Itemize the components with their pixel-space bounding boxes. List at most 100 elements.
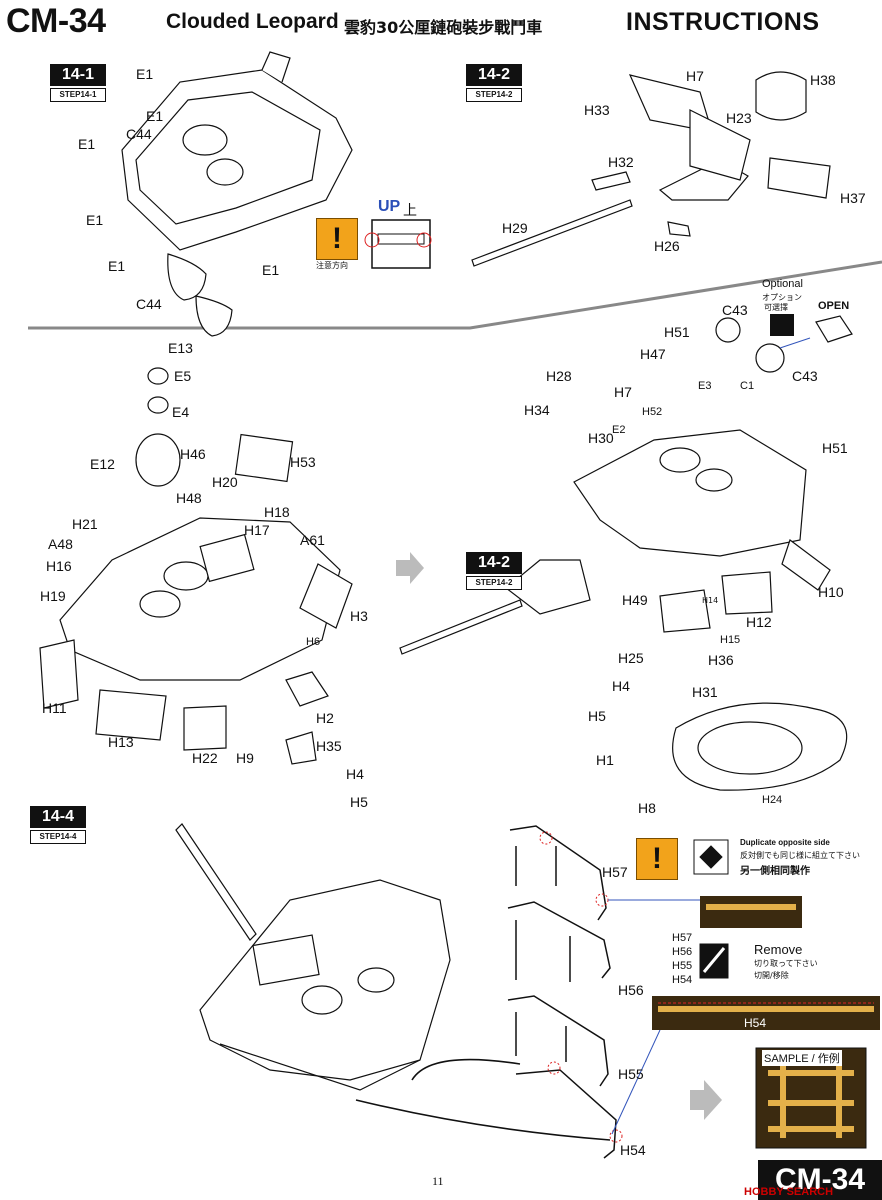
part-label: H38 (810, 72, 836, 88)
part-label: H22 (192, 750, 218, 766)
part-label: H2 (316, 710, 334, 726)
part-label: H49 (622, 592, 648, 608)
up-label: UP (378, 198, 401, 215)
final-turret-drawing (175, 823, 451, 1091)
turret-completed-drawing (399, 315, 853, 791)
part-label: H54 (620, 1142, 646, 1158)
part-label: H28 (546, 368, 572, 384)
part-label: H25 (618, 650, 644, 666)
part-label: H37 (840, 190, 866, 206)
part-label: H24 (762, 794, 783, 806)
part-label: E1 (262, 262, 280, 278)
part-label: E1 (78, 136, 96, 152)
watermark: HOBBY SEARCH (744, 1186, 834, 1198)
part-label: E1 (146, 108, 164, 124)
part-label: A48 (48, 536, 73, 552)
part-label: H51 (664, 324, 690, 340)
part-label: H11 (42, 700, 67, 716)
duplicate-title: Duplicate opposite side (740, 838, 830, 847)
step-number: 14-2 (466, 64, 522, 86)
part-label: C1 (740, 380, 755, 392)
part-label: H14 (702, 596, 719, 605)
parts-list-h55: H55 (672, 960, 693, 972)
part-label: H4 (346, 766, 364, 782)
part-label: H55 (618, 1066, 644, 1082)
model-name: Clouded Leopard (166, 10, 339, 33)
part-label: A61 (300, 532, 325, 548)
remove-label: Remove (754, 942, 803, 957)
step-badge-14-2b: 14-2 STEP14-2 (466, 552, 522, 590)
optional-label: Optional (762, 278, 803, 290)
step-number: 14-1 (50, 64, 106, 86)
part-label: H5 (350, 794, 368, 810)
part-label: H29 (502, 220, 528, 236)
part-label: E12 (90, 456, 115, 472)
step-subtitle: STEP14-4 (30, 830, 86, 844)
part-label: H36 (708, 652, 734, 668)
caution-icon: ! (316, 218, 358, 260)
step-subtitle: STEP14-1 (50, 88, 106, 102)
model-name-cjk: 雲豹30公厘鏈砲裝步戰鬥車 (344, 18, 543, 37)
part-label: E2 (612, 424, 626, 436)
part-label: C43 (792, 368, 818, 384)
step-subtitle: STEP14-2 (466, 88, 522, 102)
part-label: C43 (722, 302, 748, 318)
part-label: H16 (46, 558, 72, 574)
optional-label-cn: 可選擇 (764, 303, 788, 312)
step-number: 14-4 (30, 806, 86, 828)
part-label: H31 (692, 684, 718, 700)
part-label: E1 (136, 66, 154, 82)
duplicate-cn: 另一側相同製作 (740, 866, 810, 877)
part-label: H52 (642, 406, 663, 418)
part-label: E1 (108, 258, 126, 274)
step-badge-14-1: 14-1 STEP14-1 (50, 64, 106, 102)
optional-label-jp: オプション (762, 293, 802, 302)
part-label: H7 (614, 384, 632, 400)
remove-cn: 切開/移除 (754, 971, 789, 980)
turret-assembly-drawing (39, 367, 353, 765)
part-label: H23 (726, 110, 752, 126)
part-label: H53 (290, 454, 316, 470)
part-label: H34 (524, 402, 550, 418)
caution-icon: ! (636, 838, 678, 880)
part-label: H21 (72, 516, 98, 532)
part-label: H4 (612, 678, 630, 694)
part-label: C44 (126, 126, 152, 142)
part-label: H13 (108, 734, 134, 750)
part-label: H35 (316, 738, 342, 754)
part-label: H30 (588, 430, 614, 446)
open-label: OPEN (818, 300, 850, 312)
part-label: H12 (746, 614, 772, 630)
part-label: E4 (172, 404, 190, 420)
parts-list-h54: H54 (672, 974, 693, 986)
sample-label: SAMPLE / 作例 (762, 1050, 842, 1066)
part-label: H5 (588, 708, 606, 724)
section-title: INSTRUCTIONS (626, 8, 820, 36)
step-arrow (396, 552, 722, 1120)
step-badge-14-4: 14-4 STEP14-4 (30, 806, 86, 844)
part-label: H10 (818, 584, 844, 600)
part-label: H33 (584, 102, 610, 118)
part-label: H56 (618, 982, 644, 998)
parts-list-h56: H56 (672, 946, 693, 958)
part-label: E3 (698, 380, 712, 392)
step-subtitle: STEP14-2 (466, 576, 522, 590)
part-label: H7 (686, 68, 704, 84)
part-label: H1 (596, 752, 614, 768)
turret-roof-drawing (121, 51, 353, 337)
up-guide-drawing (364, 219, 432, 269)
step-number: 14-2 (466, 552, 522, 574)
part-label: H51 (822, 440, 848, 456)
remove-jp: 切り取って下さい (754, 959, 818, 968)
part-label: H26 (654, 238, 680, 254)
part-label: H47 (640, 346, 666, 362)
handrails-drawing (507, 825, 617, 1159)
part-label: H17 (244, 522, 270, 538)
leader-lines (608, 337, 811, 1135)
page-header: CM-34 Clouded Leopard 雲豹30公厘鏈砲裝步戰鬥車 INST… (0, 0, 882, 46)
step-badge-14-2: 14-2 STEP14-2 (466, 64, 522, 102)
gun-parts-drawing (471, 71, 831, 267)
part-label: H32 (608, 154, 634, 170)
part-label: E5 (174, 368, 192, 384)
parts-list-h57: H57 (672, 932, 693, 944)
